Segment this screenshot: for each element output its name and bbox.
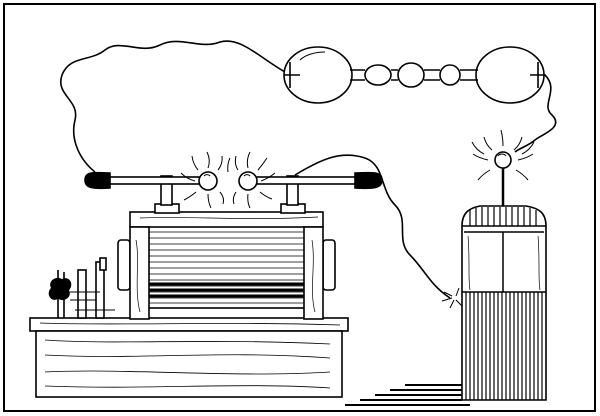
interrupter-switch xyxy=(48,257,115,319)
wire-left xyxy=(59,40,286,173)
spark-rays xyxy=(180,129,535,309)
wooden-base xyxy=(29,317,349,398)
leyden-jar xyxy=(461,151,547,401)
wire-to-jar xyxy=(294,154,451,299)
jar-shadow xyxy=(345,384,470,406)
induction-coil xyxy=(117,211,336,320)
spark-discharger xyxy=(84,171,383,214)
vacuum-tube xyxy=(283,46,546,104)
wire-right-top xyxy=(514,74,557,153)
frame-border xyxy=(3,3,596,412)
